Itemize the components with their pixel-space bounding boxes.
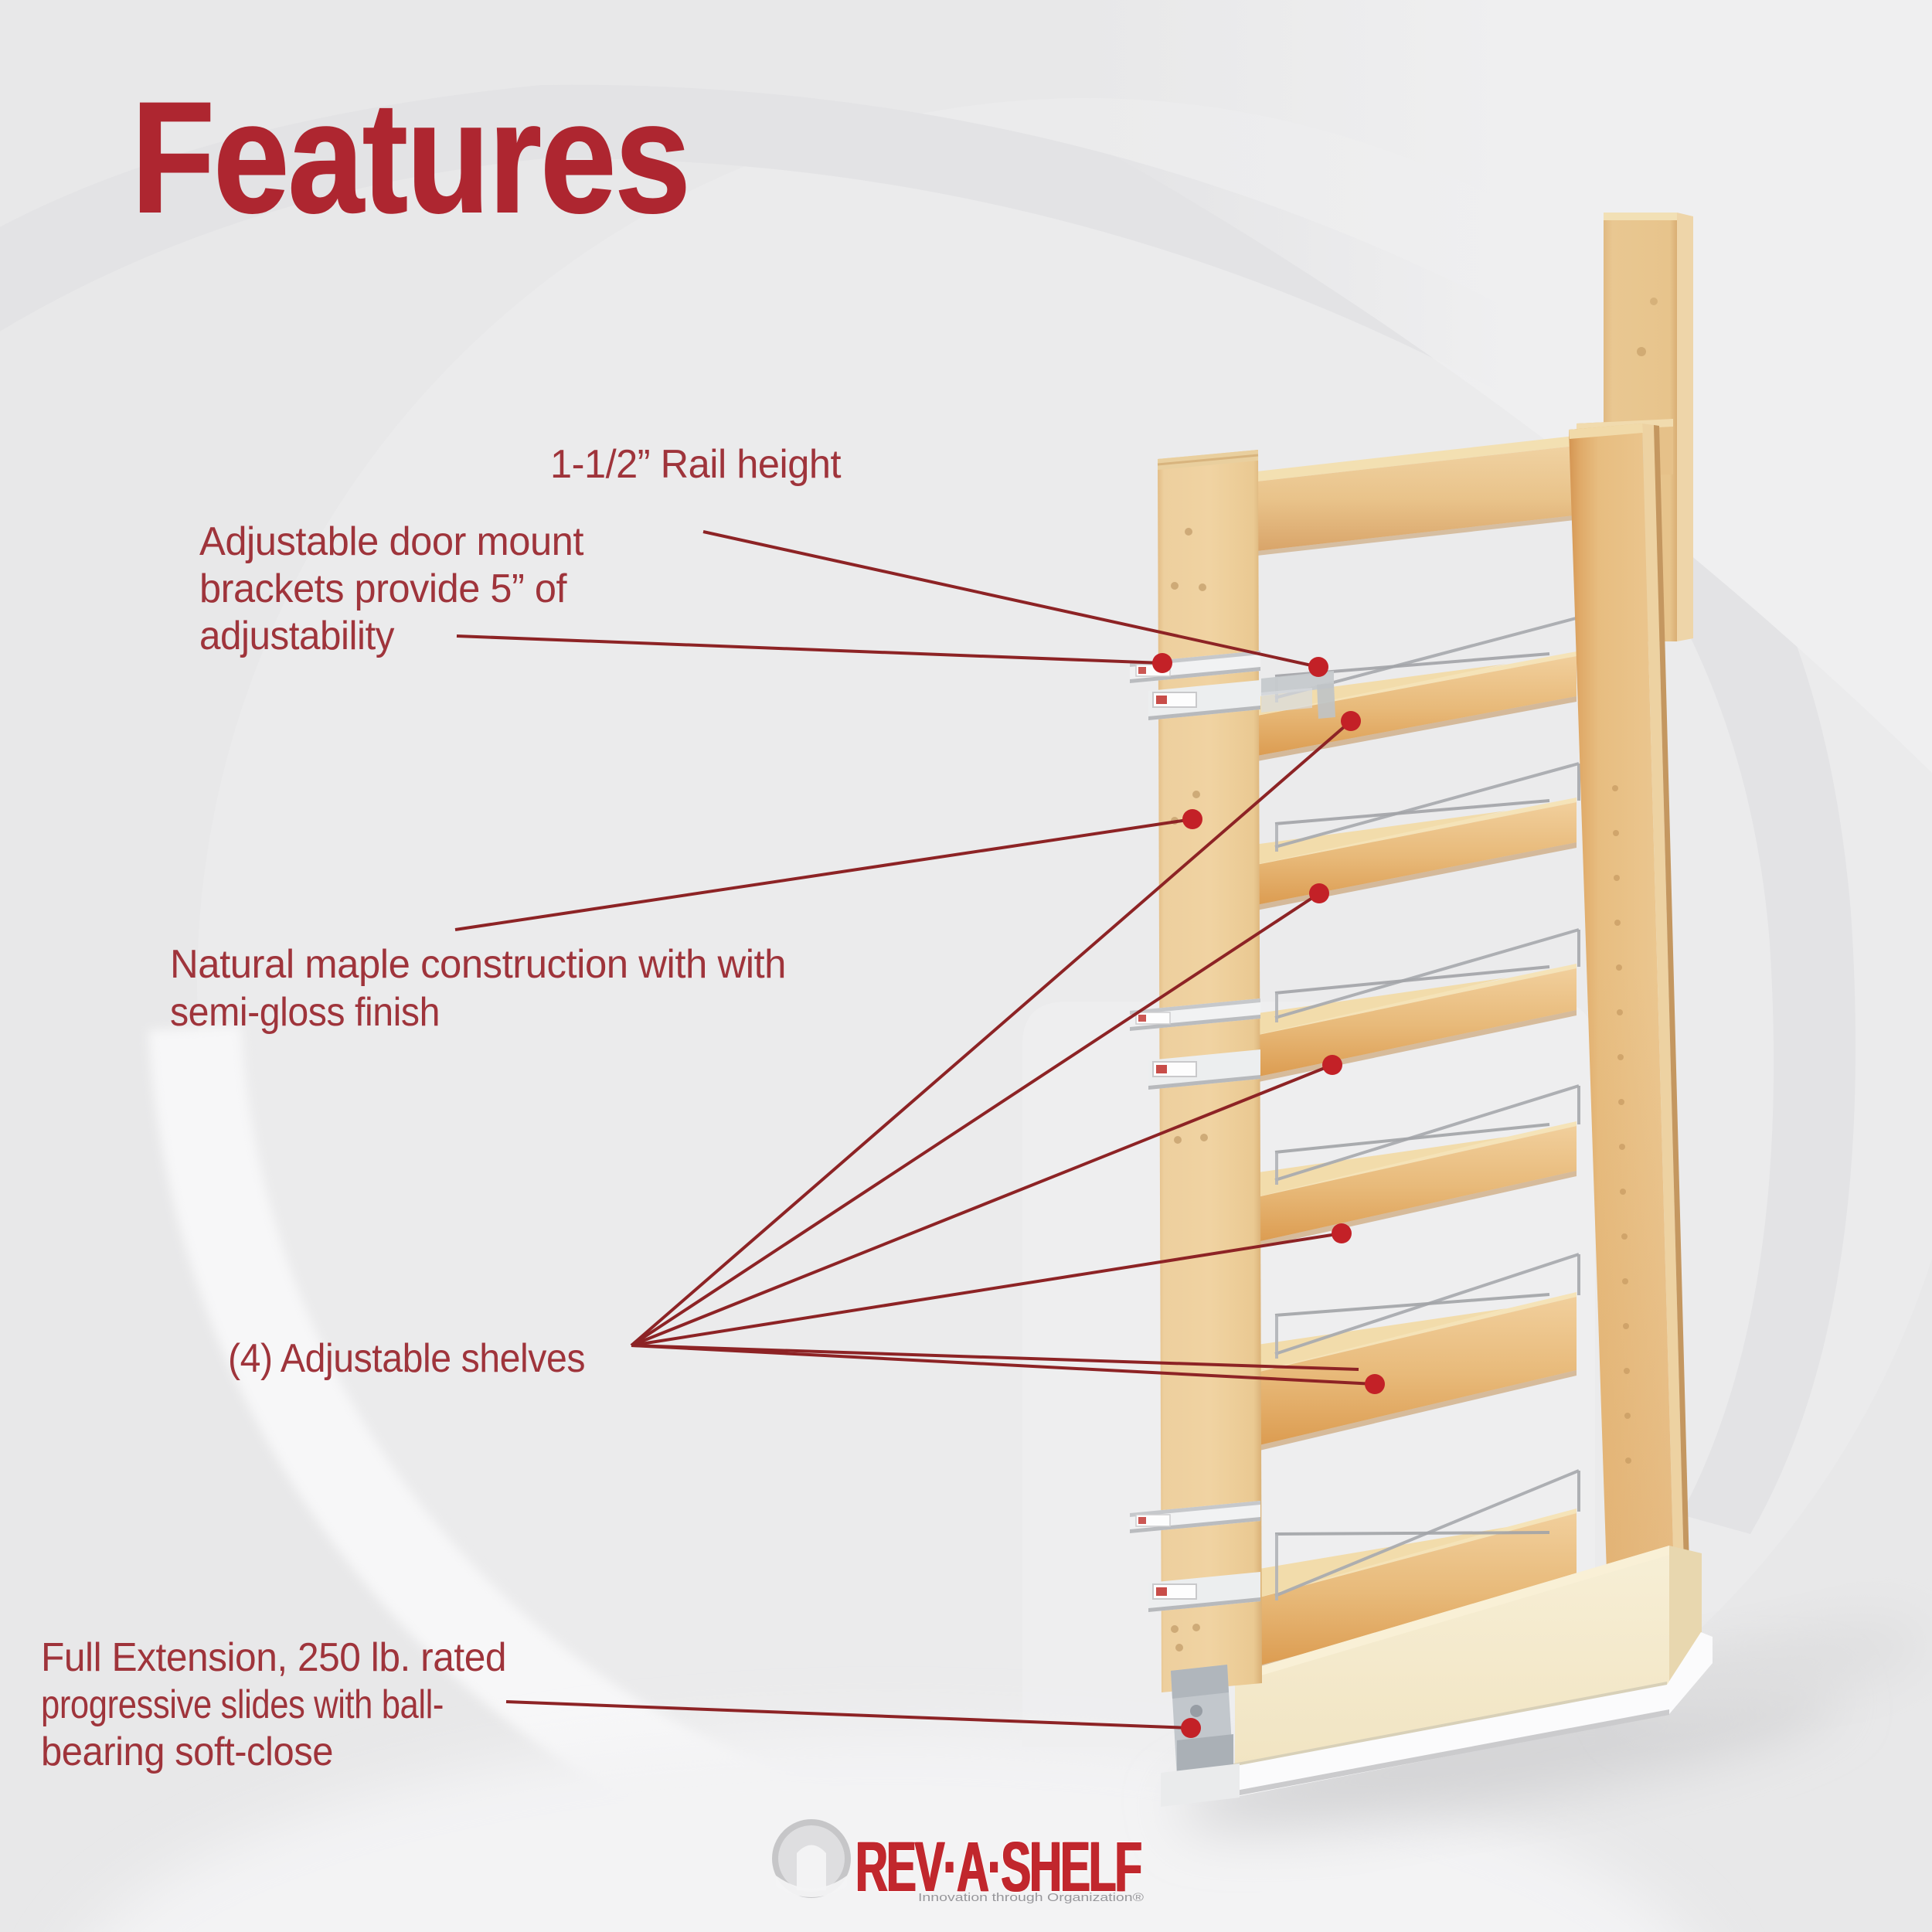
svg-text:Adjustable door mount: Adjustable door mount xyxy=(199,519,584,564)
svg-text:Natural maple construction wit: Natural maple construction with with xyxy=(170,942,786,987)
svg-text:REV·A·SHELF: REV·A·SHELF xyxy=(855,1828,1140,1906)
svg-text:brackets provide 5” of: brackets provide 5” of xyxy=(199,566,567,611)
svg-text:1-1/2” Rail height: 1-1/2” Rail height xyxy=(550,442,842,487)
svg-text:semi-gloss finish: semi-gloss finish xyxy=(170,990,440,1035)
svg-text:(4) Adjustable shelves: (4) Adjustable shelves xyxy=(228,1336,585,1381)
svg-text:progressive slides with ball-: progressive slides with ball- xyxy=(41,1682,444,1727)
svg-text:Full Extension, 250 lb. rated: Full Extension, 250 lb. rated xyxy=(41,1635,506,1680)
svg-text:REV·A·SHELF: REV·A·SHELF xyxy=(856,1828,1141,1906)
svg-text:Innovation through Organizatio: Innovation through Organization® xyxy=(918,1891,1144,1904)
svg-text:adjustability: adjustability xyxy=(199,614,394,658)
svg-text:bearing soft-close: bearing soft-close xyxy=(41,1730,333,1774)
svg-text:Features: Features xyxy=(131,70,689,246)
